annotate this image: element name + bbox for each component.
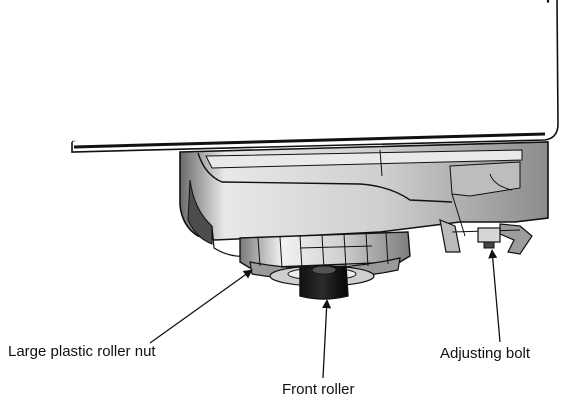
label-roller-nut: Large plastic roller nut (8, 343, 156, 360)
base-housing (179, 141, 549, 257)
label-front-roller: Front roller (282, 381, 355, 398)
leader-roller-nut (149, 269, 253, 344)
front-roller (269, 265, 375, 300)
leader-front-roller (322, 299, 332, 379)
leader-adjusting-bolt (488, 249, 501, 343)
label-adjusting-bolt: Adjusting bolt (440, 345, 531, 362)
adjusting-bolt-bracket (439, 219, 533, 255)
leader-lines (149, 249, 501, 379)
adjusting-bolt-head (477, 227, 501, 243)
cabinet (71, 0, 559, 153)
